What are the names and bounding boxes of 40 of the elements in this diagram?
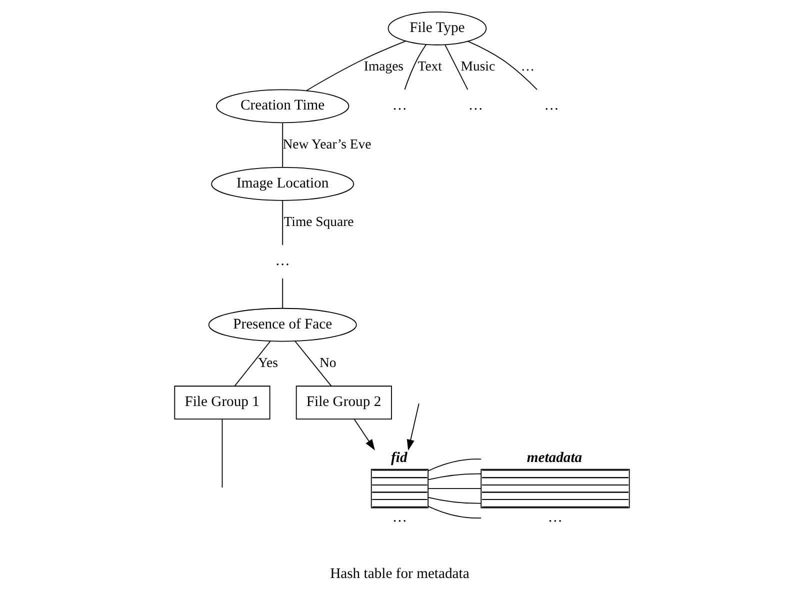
node-text: … xyxy=(392,98,408,114)
connector xyxy=(428,496,482,504)
connector xyxy=(282,122,284,168)
edge-label: Time Square xyxy=(284,214,354,230)
node-label: … xyxy=(392,509,408,526)
connector xyxy=(234,340,271,387)
edge-label: No xyxy=(320,354,336,370)
connector xyxy=(428,488,482,490)
connector xyxy=(222,418,223,488)
edge-label: Images xyxy=(364,58,404,74)
edge-label: Music xyxy=(460,58,496,74)
connector xyxy=(428,506,482,519)
node-label: metadata xyxy=(526,450,582,466)
connector xyxy=(428,458,482,472)
connector xyxy=(404,44,427,90)
connector xyxy=(306,40,406,92)
connector xyxy=(468,40,538,90)
node-label: fid xyxy=(391,450,408,466)
connector xyxy=(428,473,482,480)
edge-label: Text xyxy=(418,58,442,74)
edge-label: … xyxy=(520,58,535,74)
node-box: File Group 1 xyxy=(174,386,270,420)
node-box: File Group 2 xyxy=(296,386,392,420)
node-ellipse: File Type xyxy=(388,12,487,46)
edge-label: New Year’s Eve xyxy=(282,136,372,152)
label: Hash table for metadata xyxy=(330,566,470,582)
edge-label: Yes xyxy=(258,354,278,370)
node-ellipse: Creation Time xyxy=(216,89,350,124)
node-text: … xyxy=(275,253,290,270)
connector xyxy=(282,278,284,308)
arrow xyxy=(354,418,375,450)
node-text: … xyxy=(544,98,559,114)
connector xyxy=(444,44,468,90)
connector xyxy=(282,200,284,246)
node-ellipse: Image Location xyxy=(211,167,354,201)
connector xyxy=(294,340,332,387)
node-label: … xyxy=(548,509,563,526)
node-text: … xyxy=(468,98,483,114)
arrow xyxy=(406,403,420,451)
node-ellipse: Presence of Face xyxy=(208,308,357,342)
